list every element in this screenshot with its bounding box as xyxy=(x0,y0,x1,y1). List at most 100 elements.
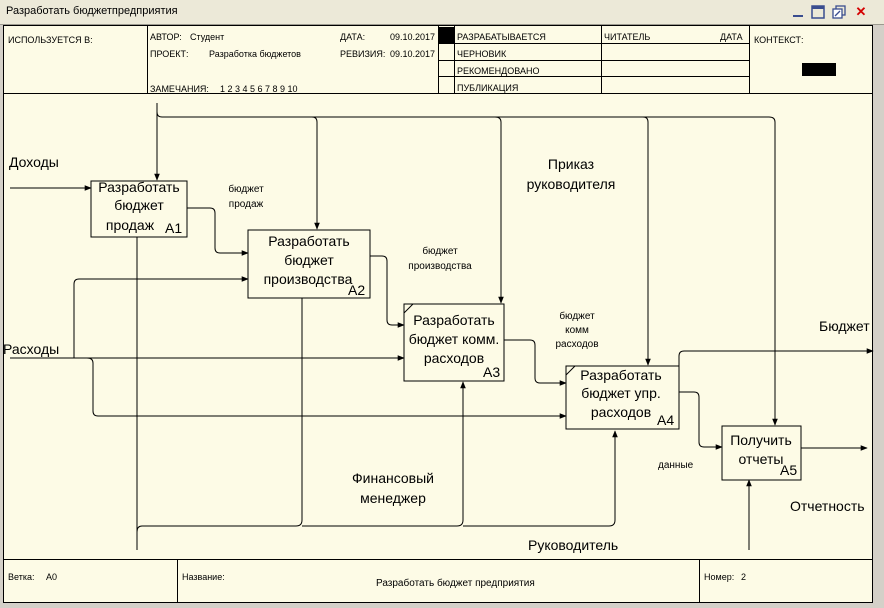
box-a4-id: А4 xyxy=(657,412,674,428)
revision-label: РЕВИЗИЯ: xyxy=(340,49,386,59)
sales-budget-label-line1: бюджет xyxy=(228,183,264,195)
footer-divider-2 xyxy=(699,559,700,603)
reader-label: ЧИТАТЕЛЬ xyxy=(604,32,651,42)
fin-manager-label-line2: менеджер xyxy=(360,490,426,506)
number-label: Номер: xyxy=(704,572,735,582)
status-marker xyxy=(439,27,454,43)
box-a1[interactable]: Разработать бюджет продаж А1 xyxy=(90,179,188,238)
context-label: КОНТЕКСТ: xyxy=(754,35,804,45)
header-row-line-2 xyxy=(438,60,749,61)
minimize-icon[interactable] xyxy=(790,4,806,20)
fin-manager-label-line1: Финансовый xyxy=(352,470,434,486)
node-label: Ветка: xyxy=(8,572,35,582)
box-a1-line2: бюджет xyxy=(114,197,164,213)
budget-output-label: Бюджет xyxy=(819,318,870,334)
control-arrow-a2[interactable] xyxy=(311,116,320,230)
income-label: Доходы xyxy=(9,154,59,170)
data-arrow[interactable] xyxy=(679,391,723,450)
header-divider-1 xyxy=(147,26,148,93)
box-a4-line2: бюджет упр. xyxy=(581,385,661,401)
order-label-line1: Приказ xyxy=(548,156,594,172)
expenses-arrow-a4[interactable] xyxy=(86,357,567,419)
name-value: Разработать бюджет предприятия xyxy=(376,578,535,589)
expenses-arrow-a2[interactable] xyxy=(73,276,249,358)
header-divider-2 xyxy=(438,26,439,93)
order-label-line2: руководителя xyxy=(527,176,616,192)
header-divider-5 xyxy=(749,26,750,93)
author-value: Студент xyxy=(190,32,225,42)
footer-divider-1 xyxy=(177,559,178,603)
box-a5-id: А5 xyxy=(780,462,797,478)
notes-value: 1 2 3 4 5 6 7 8 9 10 xyxy=(220,84,298,94)
status-draft: ЧЕРНОВИК xyxy=(457,49,507,59)
header-bottom-line xyxy=(4,93,872,94)
commercial-budget-label-line1: бюджет xyxy=(559,310,595,322)
control-arrow-a3[interactable] xyxy=(494,116,504,304)
status-working: РАЗРАБАТЫВАЕТСЯ xyxy=(457,32,546,42)
production-budget-label-line2: производства xyxy=(408,261,472,272)
box-a4-line1: Разработать xyxy=(580,367,661,383)
notes-label: ЗАМЕЧАНИЯ: xyxy=(150,84,209,94)
production-budget-arrow[interactable] xyxy=(370,255,405,328)
sales-budget-arrow[interactable] xyxy=(187,207,249,256)
box-a5-line1: Получить xyxy=(730,432,792,448)
header-divider-4 xyxy=(601,26,602,93)
window-title: Разработать бюджетпредприятия xyxy=(6,5,178,17)
mechanism-arrow-a4[interactable] xyxy=(463,430,618,527)
box-a4[interactable]: Разработать бюджет упр. расходов А4 xyxy=(565,365,680,430)
box-a2[interactable]: Разработать бюджет производства А2 xyxy=(247,229,371,299)
commercial-budget-arrow[interactable] xyxy=(504,339,567,386)
status-publication: ПУБЛИКАЦИЯ xyxy=(457,83,519,93)
sales-budget-label-line2: продаж xyxy=(229,199,264,210)
restore-icon[interactable] xyxy=(831,4,847,20)
date-value: 09.10.2017 xyxy=(390,32,436,42)
commercial-budget-label-line3: расходов xyxy=(555,339,598,350)
revision-value: 09.10.2017 xyxy=(390,49,436,59)
box-a3-line2: бюджет комм. xyxy=(409,331,500,347)
box-a1-id: А1 xyxy=(165,220,182,236)
commercial-budget-label-line2: комм xyxy=(565,325,589,336)
node-value: А0 xyxy=(46,572,58,582)
box-a1-line1: Разработать xyxy=(98,179,179,195)
box-a5[interactable]: Получить отчеты А5 xyxy=(721,425,802,481)
context-thumbnail xyxy=(802,63,836,76)
control-arrow-a5[interactable] xyxy=(156,111,778,426)
box-a2-id: А2 xyxy=(348,282,365,298)
box-a4-line3: расходов xyxy=(591,404,651,420)
date-label: ДАТА: xyxy=(340,32,366,42)
header-row-line-3 xyxy=(438,76,749,77)
header-row-line-1 xyxy=(438,43,749,44)
box-a2-line1: Разработать xyxy=(268,233,349,249)
data-label: данные xyxy=(658,460,694,471)
box-a1-line3: продаж xyxy=(106,217,155,233)
production-budget-label-line1: бюджет xyxy=(422,245,458,257)
author-label: АВТОР: xyxy=(150,32,182,42)
footer-top-line xyxy=(4,559,872,560)
project-value: Разработка бюджетов xyxy=(209,49,301,59)
control-arrow-a4[interactable] xyxy=(642,116,651,366)
header-divider-3 xyxy=(454,26,455,93)
mechanism-arrow-a2[interactable] xyxy=(136,270,305,533)
box-a3-line3: расходов xyxy=(424,350,484,366)
window-titlebar: Разработать бюджетпредприятия ✕ xyxy=(0,0,884,25)
box-a2-line3: производства xyxy=(264,271,353,287)
head-label: Руководитель xyxy=(528,537,618,553)
maximize-icon[interactable] xyxy=(810,4,826,20)
expenses-label: Расходы xyxy=(3,341,59,357)
status-recommended: РЕКОМЕНДОВАНО xyxy=(457,66,540,76)
used-in-label: ИСПОЛЬЗУЕТСЯ В: xyxy=(8,35,93,45)
box-a2-line2: бюджет xyxy=(284,252,334,268)
close-icon[interactable]: ✕ xyxy=(855,4,867,19)
project-label: ПРОЕКТ: xyxy=(150,49,189,59)
name-label: Название: xyxy=(182,572,225,582)
box-a3-id: А3 xyxy=(483,364,500,380)
number-value: 2 xyxy=(741,572,747,582)
reader-date-label: ДАТА xyxy=(720,32,743,42)
box-a5-line2: отчеты xyxy=(739,451,784,467)
box-a3-line1: Разработать xyxy=(413,312,494,328)
report-output-label: Отчетность xyxy=(790,498,865,514)
budget-output-arrow[interactable] xyxy=(678,348,874,372)
box-a3[interactable]: Разработать бюджет комм. расходов А3 xyxy=(403,303,505,382)
mechanism-arrow-a3[interactable] xyxy=(302,381,466,527)
